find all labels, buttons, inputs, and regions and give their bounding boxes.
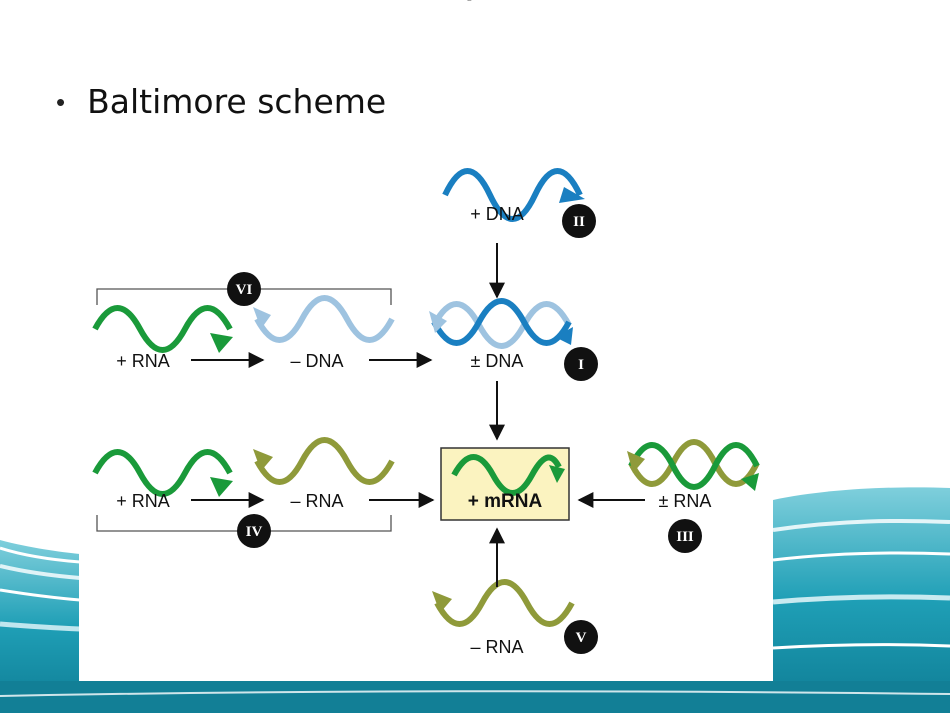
bullet-text: Baltimore scheme	[87, 82, 387, 121]
baltimore-diagram: + DNA ± DNA + RNA – DNA + RNA – RNA + mR…	[92, 168, 760, 657]
slide-number: 8	[466, 0, 473, 4]
label-plus-mrna: + mRNA	[468, 491, 543, 512]
strand-minus-dna	[253, 295, 395, 343]
strand-plus-mrna	[440, 447, 570, 521]
label-minus-rna-iv: – RNA	[290, 491, 343, 511]
badge-class-ii: II	[562, 204, 596, 238]
badge-class-iv: IV	[237, 514, 271, 548]
label-pm-dna: ± DNA	[471, 351, 524, 371]
svg-text:III: III	[676, 529, 694, 545]
badge-class-vi: VI	[227, 272, 261, 306]
label-plus-dna: + DNA	[470, 204, 524, 224]
strand-pm-rna	[627, 439, 760, 491]
strand-minus-rna-iv	[253, 437, 395, 485]
strand-plus-rna-iv	[92, 449, 233, 497]
label-plus-rna-iv: + RNA	[116, 491, 170, 511]
strand-minus-rna-v	[432, 579, 575, 627]
badge-class-i: I	[564, 347, 598, 381]
bullet-dot: •	[56, 86, 66, 117]
svg-text:VI: VI	[236, 282, 253, 298]
badge-class-v: V	[564, 620, 598, 654]
strand-pm-dna	[429, 298, 573, 349]
svg-text:I: I	[578, 357, 584, 373]
svg-text:II: II	[573, 214, 585, 230]
strand-plus-dna	[442, 168, 585, 222]
label-plus-rna-vi: + RNA	[116, 351, 170, 371]
badge-class-iii: III	[668, 519, 702, 553]
strand-plus-rna-vi	[92, 305, 233, 353]
svg-text:IV: IV	[246, 524, 263, 540]
bullet-item: • Baltimore scheme	[56, 82, 386, 121]
baltimore-diagram-panel: + DNA ± DNA + RNA – DNA + RNA – RNA + mR…	[79, 157, 773, 681]
label-minus-rna-v: – RNA	[470, 637, 523, 657]
label-minus-dna: – DNA	[290, 351, 343, 371]
svg-text:V: V	[576, 630, 587, 646]
label-pm-rna: ± RNA	[659, 491, 712, 511]
